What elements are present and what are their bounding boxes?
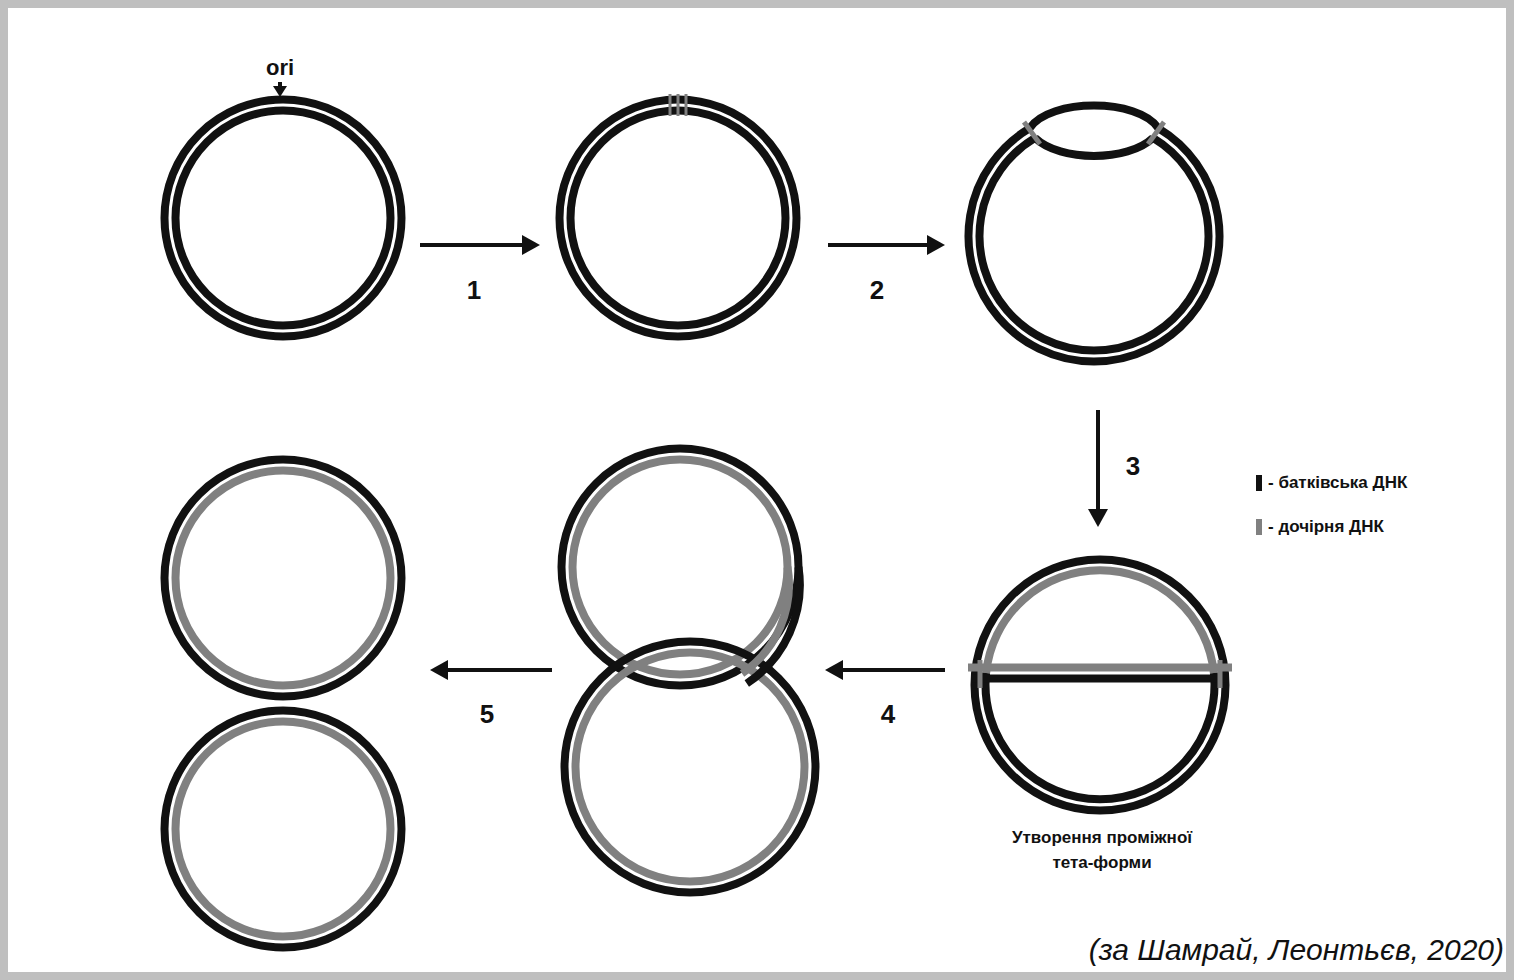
step-number: 4 xyxy=(881,699,895,730)
step-number: 2 xyxy=(870,275,884,306)
legend-swatch xyxy=(1256,475,1262,491)
daughter-plasmids xyxy=(165,460,402,948)
step-arrows xyxy=(273,82,1108,680)
source-citation: (за Шамрай, Леонтьєв, 2020) xyxy=(1087,933,1506,967)
stage-caption: Утворення проміжної тета-форми xyxy=(995,826,1210,875)
theta-form xyxy=(968,560,1232,811)
catenated-daughters xyxy=(562,449,816,893)
legend-entry: - батківська ДНК xyxy=(1256,473,1407,493)
step-number: 5 xyxy=(480,699,494,730)
step-number: 3 xyxy=(1126,451,1140,482)
parent-plasmid xyxy=(165,100,402,337)
legend-swatch xyxy=(1256,519,1262,535)
legend-entry: - дочірня ДНК xyxy=(1256,517,1384,537)
origin-label: ori xyxy=(266,55,294,81)
legend-text: - батківська ДНК xyxy=(1268,473,1407,493)
legend-text: - дочірня ДНК xyxy=(1268,517,1384,537)
replication-bubble xyxy=(969,106,1220,362)
step-number: 1 xyxy=(467,275,481,306)
opened-plasmid xyxy=(560,94,797,337)
